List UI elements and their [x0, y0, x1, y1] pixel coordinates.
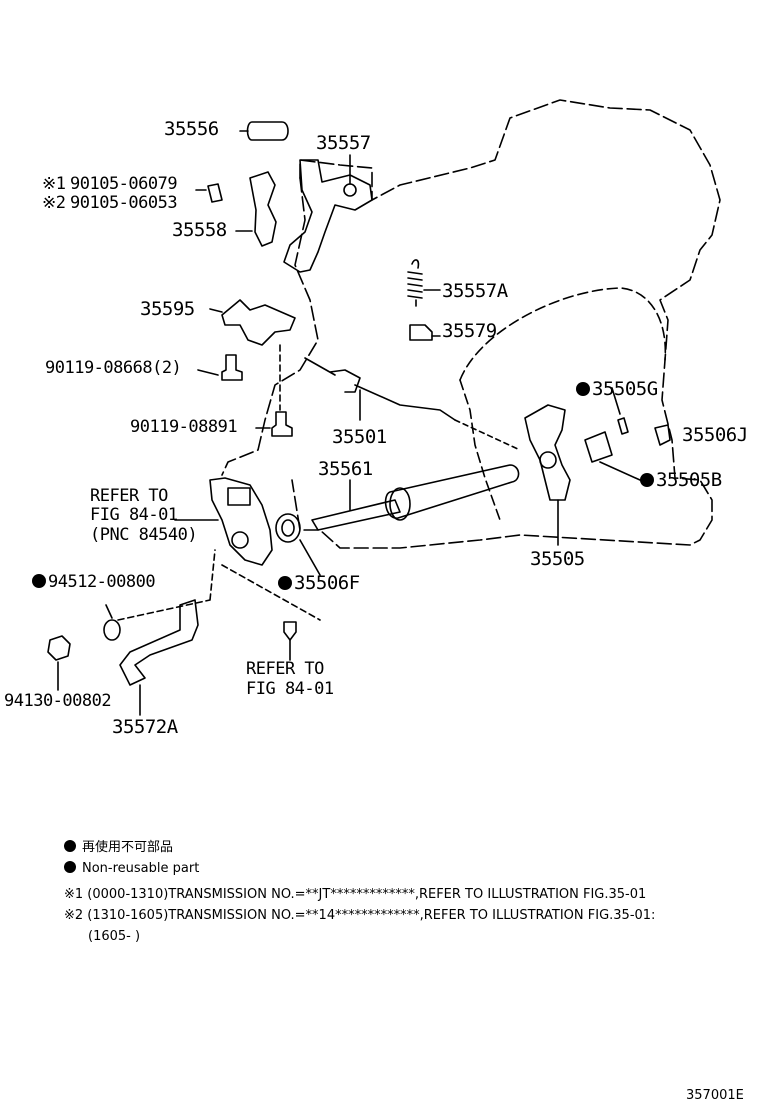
legend-dot: [64, 861, 76, 873]
label-35595: 35595: [140, 298, 195, 320]
shaft-tube: [384, 464, 520, 519]
label-35505G: 35505G: [576, 380, 658, 399]
label-35505B: 35505B: [640, 471, 722, 490]
label-90105-06079: 90105-06079: [70, 174, 178, 194]
cable-35501: [304, 357, 456, 421]
non-reusable-dot: [278, 576, 292, 590]
label-35501: 35501: [332, 426, 387, 448]
legend-jp: 再使用不可部品: [64, 840, 173, 854]
label-35579: 35579: [442, 320, 497, 342]
label-refer1-line1: REFER TO: [90, 486, 168, 506]
neutral-switch: [209, 477, 273, 566]
nut-94130: [47, 635, 71, 661]
clip-35506J: [654, 424, 671, 446]
label-35556: 35556: [164, 118, 219, 140]
label-35561: 35561: [318, 458, 373, 480]
pin-35579: [409, 324, 433, 341]
washer-94512: [103, 619, 121, 641]
label-35506J: 35506J: [682, 424, 748, 446]
legend-dot: [64, 840, 76, 852]
arm-35572A: [119, 599, 199, 686]
label-35572A: 35572A: [112, 716, 178, 738]
pin-35556: [246, 121, 289, 141]
transmission-case-outline: [291, 99, 721, 549]
label-94512-00800: 94512-00800: [32, 574, 156, 591]
label-35558: 35558: [172, 219, 227, 241]
non-reusable-dot: [576, 382, 590, 396]
bolt-refer: [283, 621, 297, 641]
collar-35505B: [584, 431, 613, 463]
label-mark1: ※1: [42, 174, 66, 194]
lever-35557: [283, 159, 373, 273]
non-reusable-dot: [32, 574, 46, 588]
label-35505: 35505: [530, 548, 585, 570]
label-mark2: ※2: [42, 193, 66, 213]
bolt-90119-08891: [271, 411, 293, 437]
note-1: ※1 (0000-1310)TRANSMISSION NO.=**JT*****…: [64, 887, 647, 902]
pin-35505G: [617, 417, 629, 435]
bolt-90119-08668: [221, 354, 243, 381]
legend-en: Non-reusable part: [64, 861, 199, 875]
label-94130-00802: 94130-00802: [4, 691, 112, 711]
non-reusable-dot: [640, 473, 654, 487]
label-90119-08891: 90119-08891: [130, 417, 238, 437]
shaft-35561: [311, 499, 401, 531]
bolt-90105: [207, 183, 223, 203]
label-refer1-line2: FIG 84-01: [90, 505, 178, 525]
plate-35558: [249, 171, 277, 247]
spring-35557A: [407, 259, 423, 307]
label-35557A: 35557A: [442, 280, 508, 302]
seal-35506F: [275, 513, 301, 543]
label-90119-08668: 90119-08668(2): [45, 358, 182, 378]
bracket-35595: [221, 299, 296, 346]
label-35557: 35557: [316, 132, 371, 154]
label-refer1-line3: (PNC 84540): [90, 525, 198, 545]
label-refer2-line2: FIG 84-01: [246, 679, 334, 699]
figure-id: 357001E: [686, 1088, 744, 1103]
label-35506F: 35506F: [278, 574, 360, 593]
label-refer2-line1: REFER TO: [246, 659, 324, 679]
note-2: ※2 (1310-1605)TRANSMISSION NO.=**14*****…: [64, 908, 656, 923]
note-2-continued: (1605- ): [88, 929, 141, 944]
label-90105-06053: 90105-06053: [70, 193, 178, 213]
